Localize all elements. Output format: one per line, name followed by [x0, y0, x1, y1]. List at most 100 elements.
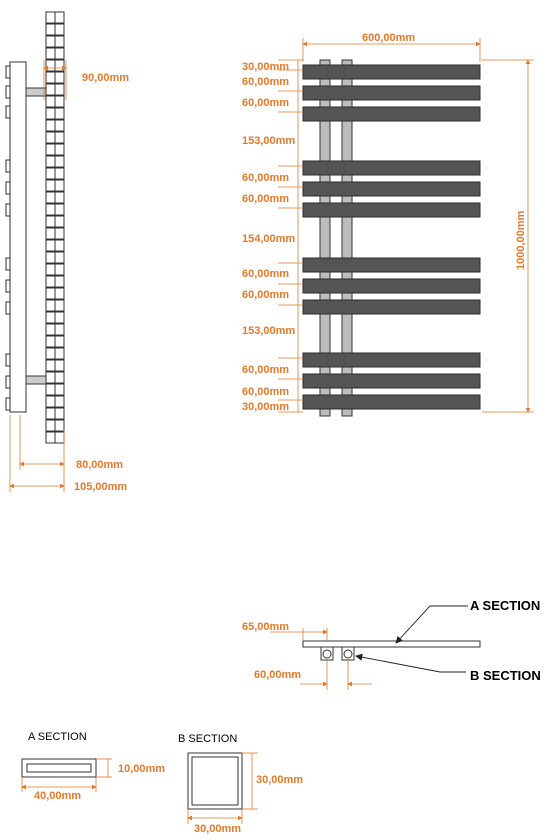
side-bar-segment — [54, 119, 65, 132]
towel-bar-11 — [302, 373, 481, 389]
top-dim-offset-label: 65,00mm — [242, 621, 289, 633]
side-bar-segment — [45, 191, 56, 204]
side-bar-segment — [45, 323, 56, 336]
front-dim-height-label: 1000,00mm — [515, 210, 527, 270]
side-bar-segment — [54, 107, 65, 120]
side-bar-segment — [54, 47, 65, 60]
towel-bar-3 — [302, 106, 481, 122]
spacing-label: 60,00mm — [242, 289, 289, 301]
side-bar-segment — [54, 95, 65, 108]
side-bar-segment — [45, 407, 56, 420]
section-a: A SECTION 10,00mm 40,00mm — [21, 731, 165, 802]
front-view-pipe-left — [319, 59, 331, 417]
side-bar-segment — [54, 347, 65, 360]
side-bar-segment — [54, 227, 65, 240]
towel-bar-10 — [302, 352, 481, 368]
side-bar-segment — [45, 107, 56, 120]
side-bar-segment — [45, 155, 56, 168]
side-bar-segment — [45, 419, 56, 432]
section-b: B SECTION 30,00mm 30,00mm — [178, 733, 303, 835]
front-view-pipe-right — [341, 59, 353, 417]
side-bar-segment — [45, 383, 56, 396]
side-bar-segment — [54, 371, 65, 384]
side-bar-segment — [45, 275, 56, 288]
side-bar-end — [5, 353, 11, 367]
side-bar-segment — [54, 383, 65, 396]
towel-bar-5 — [302, 181, 481, 197]
side-bar-end — [5, 375, 11, 389]
front-view-bars — [302, 64, 481, 410]
side-bar-segment — [54, 407, 65, 420]
towel-bar-1 — [302, 64, 481, 80]
side-bar-segment — [54, 23, 65, 36]
side-bar-segment — [54, 35, 65, 48]
spacing-label: 60,00mm — [242, 76, 289, 88]
side-bar-segment — [54, 335, 65, 348]
spacing-label: 153,00mm — [242, 325, 295, 337]
front-dim-width-label: 600,00mm — [362, 32, 415, 44]
section-a-profile-inner — [26, 763, 92, 773]
side-bar-segment — [54, 83, 65, 96]
section-a-title: A SECTION — [28, 731, 87, 743]
towel-bar-4 — [302, 160, 481, 176]
side-bar-end — [5, 65, 11, 79]
side-bar-segment — [45, 59, 56, 72]
side-bar-end — [5, 181, 11, 195]
towel-bar-9 — [302, 299, 481, 315]
spacing-label: 30,00mm — [242, 61, 289, 73]
spacing-label: 60,00mm — [242, 268, 289, 280]
side-bar-end — [5, 159, 11, 173]
side-bar-segment — [45, 83, 56, 96]
side-bar-segment — [45, 371, 56, 384]
top-section-a-label: A SECTION — [470, 598, 540, 613]
side-bar-segment — [54, 155, 65, 168]
spacing-label: 60,00mm — [242, 386, 289, 398]
side-bar-segment — [54, 359, 65, 372]
side-bar-segment — [45, 347, 56, 360]
side-view-bracket-top — [25, 87, 47, 97]
side-bar-segment — [45, 131, 56, 144]
spacing-label: 60,00mm — [242, 364, 289, 376]
spacing-label: 60,00mm — [242, 97, 289, 109]
side-bar-segment — [54, 311, 65, 324]
side-bar-segment — [45, 119, 56, 132]
top-view-bar — [302, 640, 481, 648]
side-bar-segment — [54, 395, 65, 408]
side-view-frame — [9, 61, 27, 413]
side-bar-segment — [45, 215, 56, 228]
spacing-label: 154,00mm — [242, 233, 295, 245]
side-bar-segment — [45, 143, 56, 156]
towel-bar-2 — [302, 85, 481, 101]
side-bar-end — [5, 203, 11, 217]
side-bar-segment — [54, 143, 65, 156]
side-bar-segment — [45, 239, 56, 252]
towel-bar-12 — [302, 394, 481, 410]
side-view-bar-stack — [5, 11, 65, 444]
side-bar-end — [5, 257, 11, 271]
side-bar-segment — [54, 215, 65, 228]
towel-bar-6 — [302, 202, 481, 218]
side-bar-end — [5, 279, 11, 293]
side-bar-end — [5, 85, 11, 99]
spacing-label: 153,00mm — [242, 135, 295, 147]
side-bar-segment — [54, 11, 65, 24]
spacing-label: 60,00mm — [242, 193, 289, 205]
side-view: 90,00mm 80,00mm 105,00mm — [5, 11, 129, 493]
side-bar-segment — [54, 191, 65, 204]
towel-bar-8 — [302, 278, 481, 294]
side-bar-segment — [45, 11, 56, 24]
side-dim-top-label: 90,00mm — [82, 72, 129, 84]
side-bar-segment — [54, 239, 65, 252]
side-bar-segment — [54, 167, 65, 180]
side-bar-segment — [45, 359, 56, 372]
section-b-title: B SECTION — [178, 733, 237, 745]
spacing-label: 60,00mm — [242, 172, 289, 184]
side-bar-end — [5, 301, 11, 315]
side-bar-segment — [45, 263, 56, 276]
side-bar-segment — [54, 323, 65, 336]
towel-bar-7 — [302, 257, 481, 273]
side-dim-inner-label: 80,00mm — [76, 459, 123, 471]
top-dim-spacing-label: 60,00mm — [254, 669, 301, 681]
side-bar-segment — [54, 263, 65, 276]
side-bar-segment — [45, 431, 56, 444]
